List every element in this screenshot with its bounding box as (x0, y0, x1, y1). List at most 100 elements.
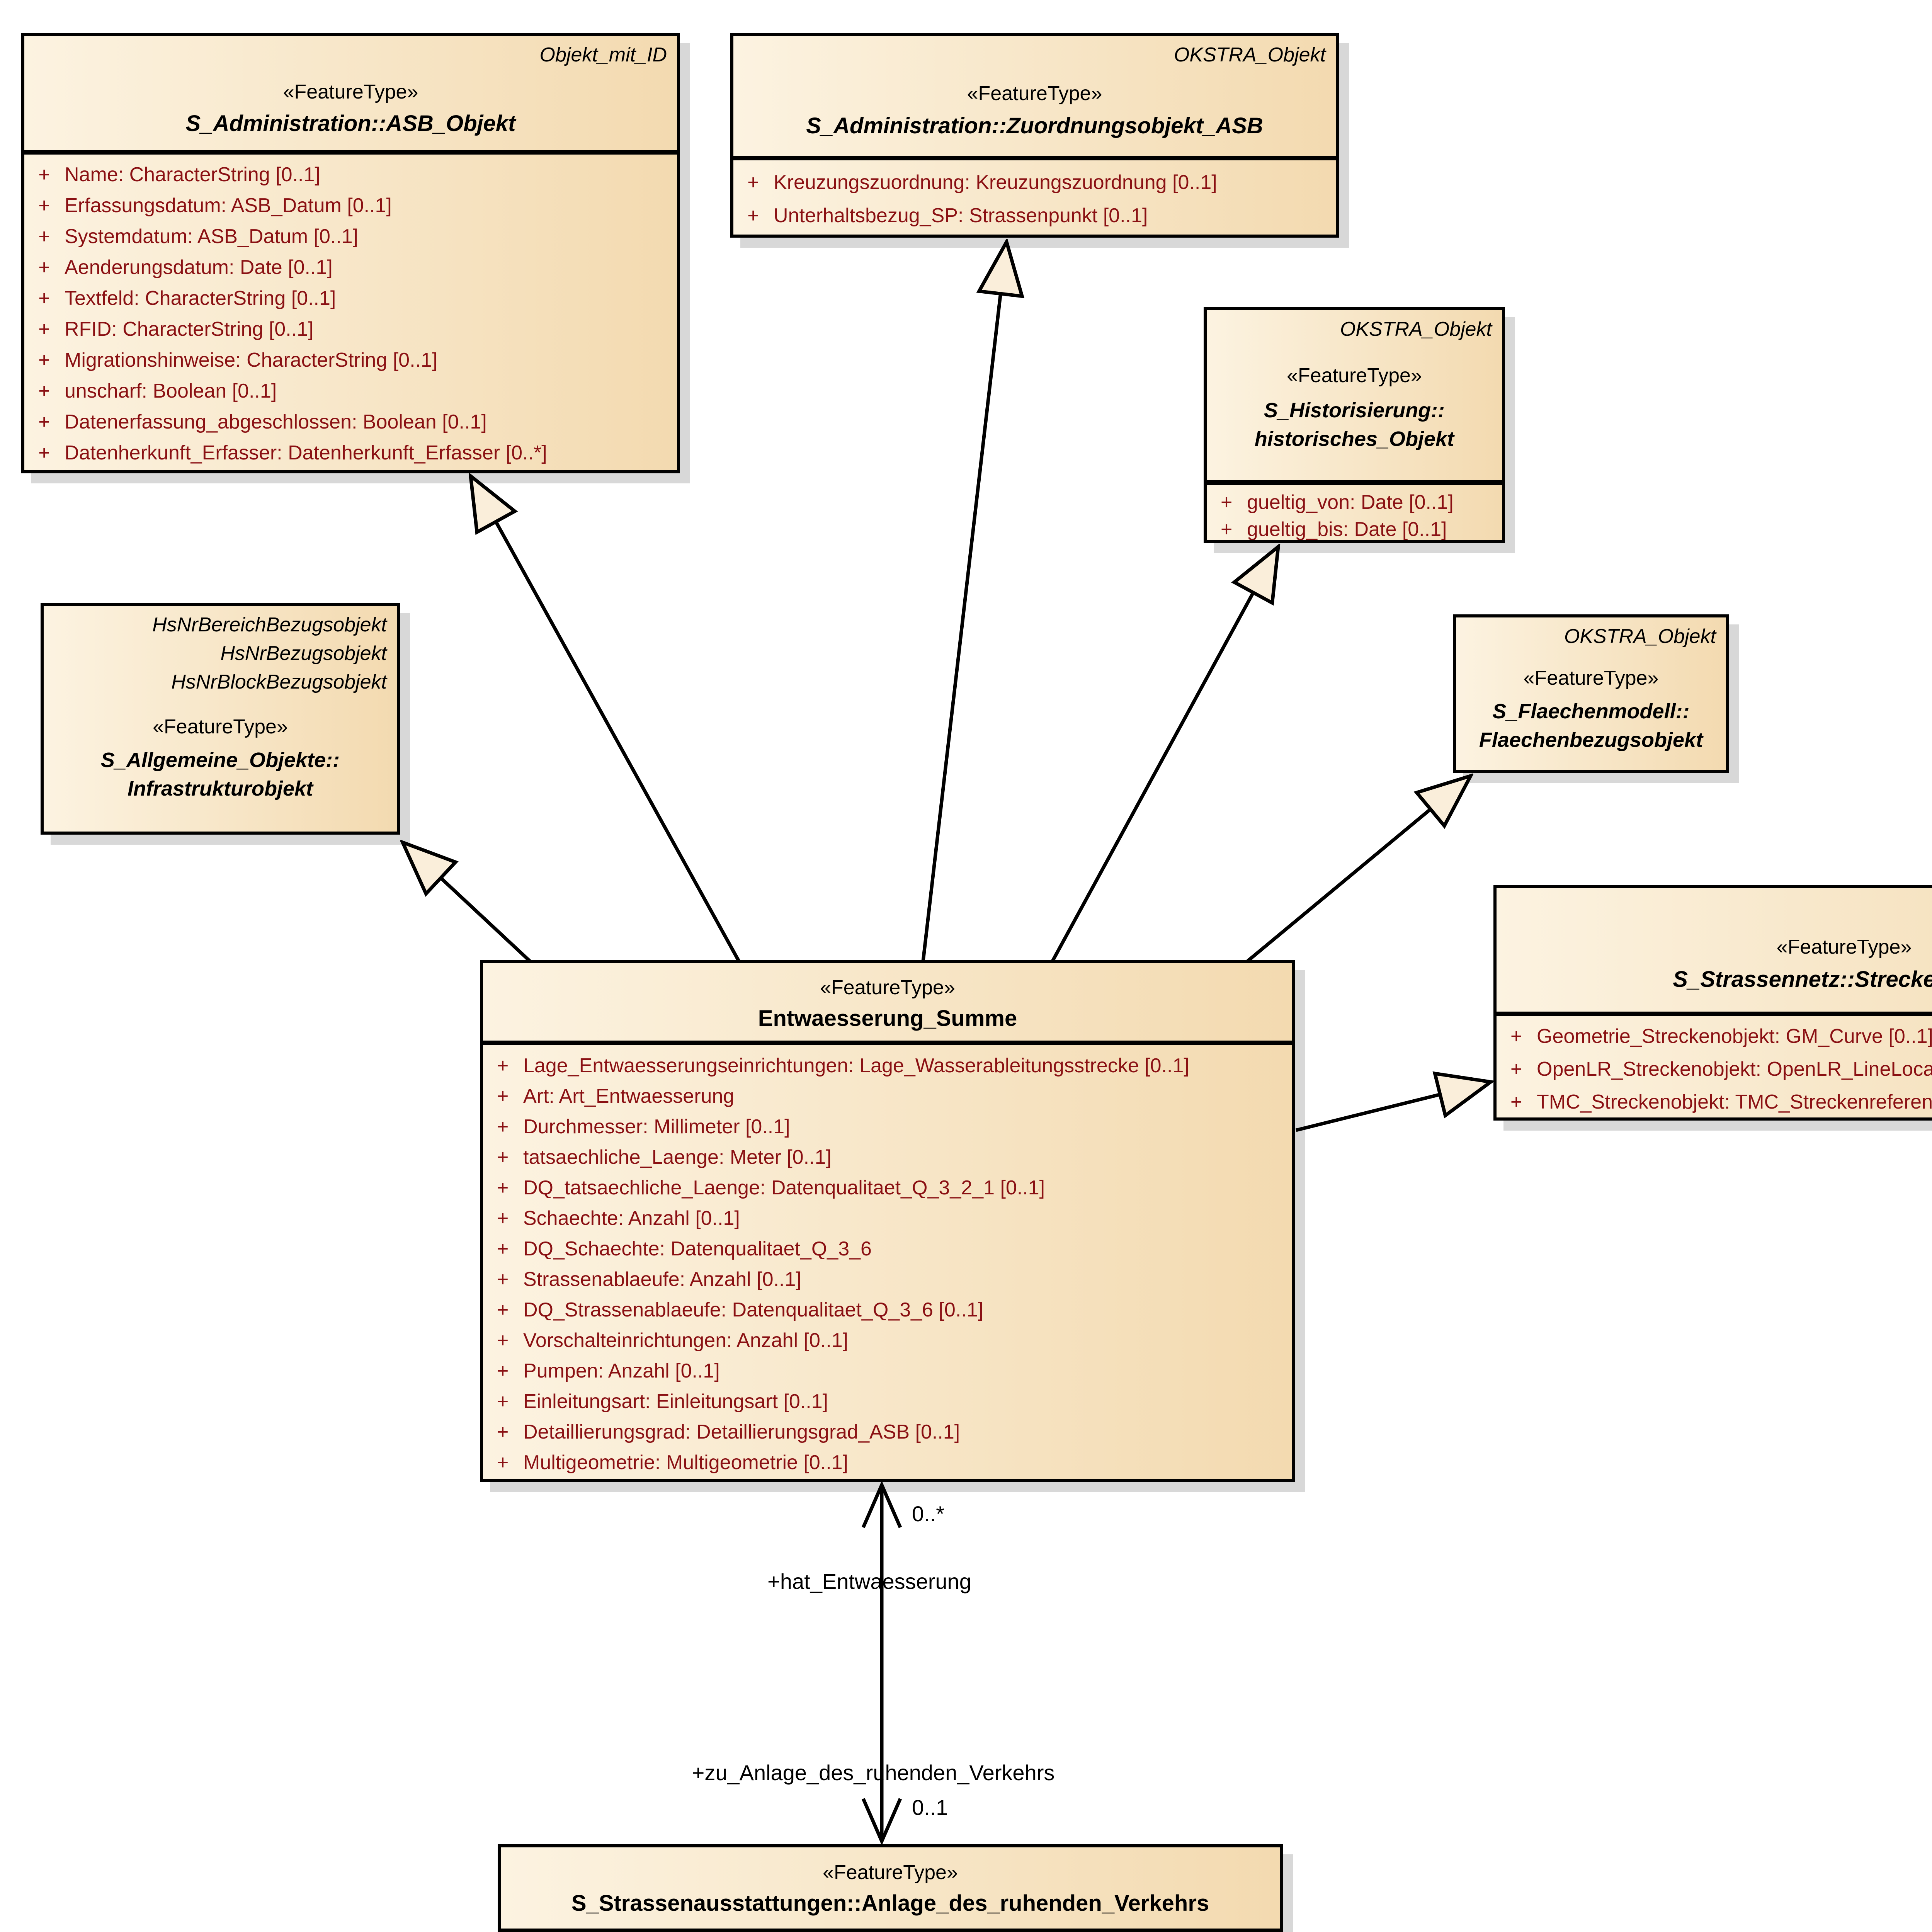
visibility-marker: + (497, 1299, 509, 1321)
class-stereotype: «FeatureType» (1523, 667, 1659, 689)
association-source-role: +hat_Entwaesserung (767, 1569, 971, 1594)
class-stereotype: «FeatureType» (1776, 936, 1912, 958)
visibility-marker: + (497, 1360, 509, 1382)
attribute-text: Strassenablaeufe: Anzahl [0..1] (523, 1268, 801, 1291)
attribute-text: Art: Art_Entwaesserung (523, 1085, 735, 1107)
attribute-text: Datenerfassung_abgeschlossen: Boolean [0… (65, 411, 487, 433)
generalization-to-asb-objekt[interactable] (471, 476, 740, 962)
attribute-row: +Einleitungsart: Einleitungsart [0..1] (483, 1386, 1292, 1417)
visibility-marker: + (1510, 1058, 1522, 1080)
visibility-marker: + (38, 256, 50, 279)
visibility-marker: + (38, 318, 50, 340)
attribute-row: + gueltig_von: Date [0..1] (1207, 489, 1502, 516)
attribute-text: gueltig_von: Date [0..1] (1247, 491, 1454, 514)
class-box-zuordnungsobjekt-asb[interactable]: OKSTRA_Objekt «FeatureType» S_Administra… (730, 33, 1339, 238)
attribute-text: tatsaechliche_Laenge: Meter [0..1] (523, 1146, 832, 1168)
attribute-row: +Lage_Entwaesserungseinrichtungen: Lage_… (483, 1051, 1292, 1081)
attribute-text: Pumpen: Anzahl [0..1] (523, 1360, 720, 1382)
attribute-row: +Name: CharacterString [0..1] (24, 159, 677, 190)
attribute-row: + Datenherkunft_Erfasser: Datenherkunft_E… (24, 437, 677, 468)
generalization-to-infrastrukturobjekt[interactable] (403, 842, 531, 963)
association-target-role: +zu_Anlage_des_ruhenden_Verkehrs (692, 1760, 1055, 1785)
attribute-text: Aenderungsdatum: Date [0..1] (65, 256, 333, 279)
class-name: Entwaesserung_Summe (758, 1006, 1017, 1031)
class-box-asb-objekt[interactable]: Objekt_mit_ID «FeatureType» S_Administra… (21, 33, 680, 473)
visibility-marker: + (497, 1085, 509, 1107)
class-tag: OKSTRA_Objekt (1497, 888, 1932, 920)
class-tag: OKSTRA_Objekt (1173, 44, 1326, 66)
visibility-marker: + (497, 1329, 509, 1352)
attribute-row: +Systemdatum: ASB_Datum [0..1] (24, 221, 677, 252)
class-header: HsNrBereichBezugsobjekt HsNrBezugsobjekt… (44, 606, 397, 803)
visibility-marker: + (497, 1177, 509, 1199)
class-stereotype: «FeatureType» (967, 82, 1102, 105)
attribute-compartment: +Name: CharacterString [0..1] +Erfassung… (24, 150, 677, 470)
attribute-text: Migrationshinweise: CharacterString [0..… (65, 349, 438, 371)
visibility-marker: + (38, 411, 50, 433)
generalization-to-streckenobjekt[interactable] (1295, 1082, 1491, 1132)
visibility-marker: + (497, 1421, 509, 1443)
class-box-infrastrukturobjekt[interactable]: HsNrBereichBezugsobjekt HsNrBezugsobjekt… (41, 603, 400, 835)
class-box-flaechenbezugsobjekt[interactable]: OKSTRA_Objekt «FeatureType» S_Flaechenmo… (1453, 614, 1729, 773)
visibility-marker: + (497, 1451, 509, 1474)
visibility-marker: + (747, 204, 759, 227)
class-stereotype: «FeatureType» (153, 716, 288, 738)
attribute-row: + Pumpen: Anzahl [0..1] (483, 1356, 1292, 1386)
class-header: OKSTRA_Objekt «FeatureType» S_Strassenne… (1497, 888, 1932, 1012)
visibility-marker: + (497, 1146, 509, 1168)
visibility-marker: + (497, 1207, 509, 1230)
attribute-row: + tatsaechliche_Laenge: Meter [0..1] (483, 1142, 1292, 1173)
class-tag: OKSTRA_Objekt (1340, 318, 1492, 340)
class-name-line1: S_Flaechenmodell:: (1492, 700, 1690, 723)
visibility-marker: + (38, 225, 50, 248)
attribute-text: Geometrie_Streckenobjekt: GM_Curve [0..1… (1537, 1025, 1932, 1048)
attribute-row: + RFID: CharacterString [0..1] (24, 314, 677, 345)
attribute-row: + OpenLR_Streckenobjekt: OpenLR_LineLocat… (1497, 1053, 1932, 1086)
attribute-text: Datenherkunft_Erfasser: Datenherkunft_Er… (65, 442, 547, 464)
visibility-marker: + (1221, 491, 1233, 514)
class-box-entwaesserung-summe[interactable]: «FeatureType» Entwaesserung_Summe +Lage_… (480, 960, 1295, 1482)
attribute-row: +Detaillierungsgrad: Detaillierungsgrad_… (483, 1417, 1292, 1447)
attribute-text: Schaechte: Anzahl [0..1] (523, 1207, 740, 1230)
class-tag: HsNrBereichBezugsobjekt (152, 614, 387, 636)
class-box-streckenobjekt[interactable]: OKSTRA_Objekt «FeatureType» S_Strassenne… (1493, 885, 1932, 1121)
attribute-row: +DQ_tatsaechliche_Laenge: Datenqualitaet… (483, 1173, 1292, 1203)
attribute-row: +TMC_Streckenobjekt: TMC_Streckenreferen… (1497, 1086, 1932, 1117)
attribute-row: +Geometrie_Streckenobjekt: GM_Curve [0..… (1497, 1020, 1932, 1053)
attribute-text: Name: CharacterString [0..1] (65, 163, 320, 186)
attribute-compartment: +gueltig_von: Date [0..1] +gueltig_bis: … (1207, 480, 1502, 540)
attribute-row: + Art: Art_Entwaesserung (483, 1081, 1292, 1112)
attribute-compartment: + Geometrie_Streckenobjekt: GM_Curve [0..… (1497, 1012, 1932, 1117)
association-target-multiplicity: 0..1 (912, 1795, 948, 1820)
class-stereotype: «FeatureType» (820, 976, 955, 999)
visibility-marker: + (497, 1116, 509, 1138)
class-name-line1: S_Historisierung:: (1264, 399, 1445, 422)
class-name-line2: historisches_Objekt (1254, 427, 1454, 451)
class-name-line2: Infrastrukturobjekt (127, 777, 313, 800)
attribute-row: + Schaechte: Anzahl [0..1] (483, 1203, 1292, 1234)
attribute-text: unscharf: Boolean [0..1] (65, 380, 277, 402)
attribute-text: RFID: CharacterString [0..1] (65, 318, 314, 340)
attribute-text: Erfassungsdatum: ASB_Datum [0..1] (65, 194, 392, 217)
class-header: «FeatureType» Entwaesserung_Summe (483, 963, 1292, 1041)
class-stereotype: «FeatureType» (283, 81, 418, 103)
class-header: Objekt_mit_ID «FeatureType» S_Administra… (24, 36, 677, 150)
attribute-row: +Migrationshinweise: CharacterString [0.… (24, 345, 677, 376)
class-box-historisches-objekt[interactable]: OKSTRA_Objekt «FeatureType» S_Historisie… (1204, 307, 1505, 543)
class-box-anlage-des-ruhenden-verkehrs[interactable]: «FeatureType» S_Strassenausstattungen::A… (498, 1844, 1283, 1932)
attribute-row: +unscharf: Boolean [0..1] (24, 376, 677, 406)
class-tag: HsNrBlockBezugsobjekt (171, 671, 387, 693)
visibility-marker: + (38, 442, 50, 464)
generalization-to-flaechenbezugsobjekt[interactable] (1247, 776, 1471, 963)
visibility-marker: + (497, 1054, 509, 1077)
attribute-text: Multigeometrie: Multigeometrie [0..1] (523, 1451, 849, 1474)
attribute-text: Durchmesser: Millimeter [0..1] (523, 1116, 790, 1138)
attribute-text: Textfeld: CharacterString [0..1] (65, 287, 336, 310)
attribute-row: +Unterhaltsbezug_SP: Strassenpunkt [0..1… (733, 199, 1336, 232)
generalization-to-historisches-objekt[interactable] (1051, 547, 1278, 962)
attribute-row: + Multigeometrie: Multigeometrie [0..1] (483, 1447, 1292, 1478)
generalization-to-zuordnungsobjekt-asb[interactable] (921, 242, 1007, 961)
attribute-text: DQ_Strassenablaeufe: Datenqualitaet_Q_3_… (523, 1299, 984, 1321)
attribute-text: OpenLR_Streckenobjekt: OpenLR_LineLocati… (1537, 1058, 1932, 1080)
